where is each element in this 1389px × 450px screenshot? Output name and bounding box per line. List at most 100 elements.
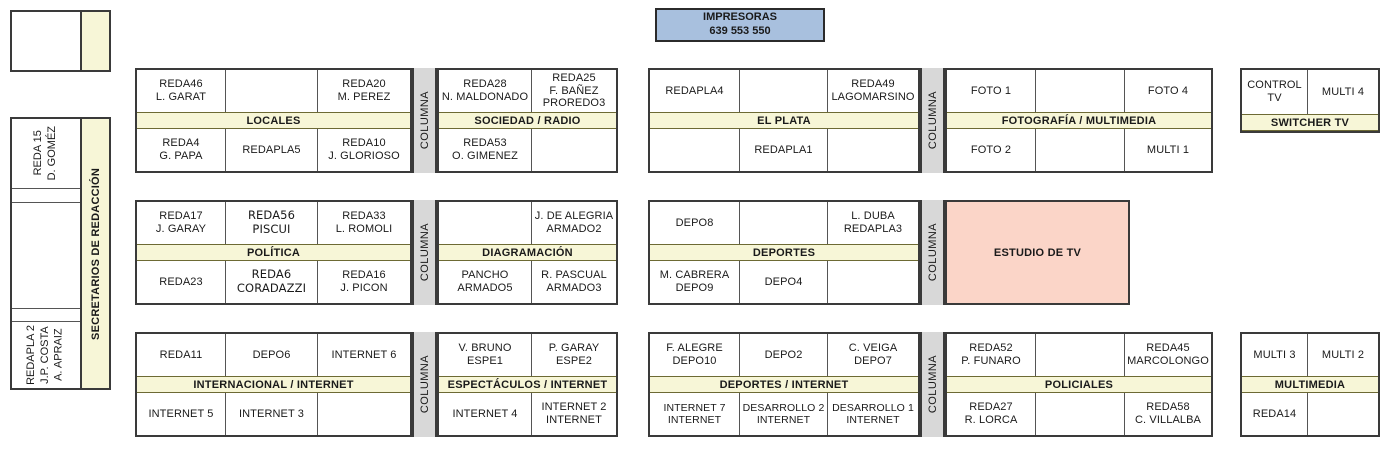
desk-cell[interactable]: PANCHO ARMADO5 [439, 261, 532, 303]
desk-cell[interactable]: REDA46 L. GARAT [137, 70, 226, 112]
desk-cell[interactable]: INTERNET 2 INTERNET [541, 401, 607, 426]
band-switcher-tv: SWITCHER TV [1242, 114, 1378, 131]
group-deportes-bottom-row: M. CABRERA DEPO9 DEPO4 [650, 261, 918, 303]
desk-cell[interactable]: DEPO8 [650, 202, 740, 244]
desk-cell[interactable]: MULTI 4 [1321, 85, 1365, 98]
desk-cell[interactable]: REDA33 L. ROMOLI [335, 210, 393, 235]
desk-cell[interactable] [318, 393, 410, 435]
unit-internacional-espectaculos: REDA11 DEPO6 INTERNET 6 INTERNACIONAL / … [135, 332, 618, 437]
desk-cell[interactable]: REDA14 [1242, 393, 1308, 435]
band-multimedia: MULTIMEDIA [1242, 376, 1378, 393]
desk-cell[interactable]: FOTO 2 [947, 129, 1036, 171]
unit-deportes-estudio: DEPO8 L. DUBA REDAPLA3 DEPORTES M. CABRE… [648, 200, 1130, 305]
desk-cell[interactable]: REDA20 M. PEREZ [337, 78, 391, 103]
desk-cell[interactable]: REDA17 J. GARAY [137, 202, 226, 244]
group-diagramacion: J. DE ALEGRIA ARMADO2 DIAGRAMACIÓN PANCH… [437, 200, 618, 305]
desk-cell[interactable]: P. GARAY ESPE2 [548, 342, 600, 367]
desk-cell[interactable]: REDA25 F. BAÑEZ PROREDO3 [542, 71, 606, 110]
group-el-plata: REDAPLA4 REDA49 LAGOMARSINO EL PLATA RED… [648, 68, 920, 173]
sidebar-cell-0[interactable]: REDA 15 D. GOMÉZ [12, 119, 80, 189]
group-internacional-internet: REDA11 DEPO6 INTERNET 6 INTERNACIONAL / … [135, 332, 412, 437]
desk-cell[interactable]: DEPO4 [740, 261, 828, 303]
desk-cell[interactable]: R. PASCUAL ARMADO3 [541, 269, 607, 294]
desk-cell[interactable] [828, 129, 918, 171]
desk-cell[interactable]: J. DE ALEGRIA ARMADO2 [534, 210, 614, 235]
desk-cell[interactable]: CONTROL TV [1242, 70, 1308, 114]
group-locales-bottom-row: REDA4 G. PAPA REDAPLA5 REDA10 J. GLORIOS… [137, 129, 410, 171]
desk-cell[interactable]: V. BRUNO ESPE1 [439, 334, 532, 376]
desk-cell[interactable] [740, 202, 828, 244]
impresoras-box: IMPRESORAS 639 553 550 [655, 8, 825, 42]
desk-cell[interactable] [226, 70, 318, 112]
group-politica: REDA17 J. GARAY REDA56 PISCUI REDA33 L. … [135, 200, 412, 305]
desk-cell[interactable]: REDA49 LAGOMARSINO [831, 78, 915, 103]
desk-cell[interactable] [650, 129, 740, 171]
sidebar-cell-3[interactable] [12, 309, 80, 322]
desk-cell[interactable]: INTERNET 6 [331, 348, 397, 361]
group-policiales-bottom-row: REDA27 R. LORCA REDA58 C. VILLALBA [947, 393, 1211, 435]
desk-cell[interactable]: FOTO 1 [947, 70, 1036, 112]
group-sociedad-top-row: REDA28 N. MALDONADO REDA25 F. BAÑEZ PROR… [439, 70, 616, 112]
band-espectaculos-internet: ESPECTÁCULOS / INTERNET [439, 376, 616, 393]
estudio-de-tv-area[interactable]: ESTUDIO DE TV [945, 200, 1130, 305]
desk-cell[interactable]: REDAPLA4 [650, 70, 740, 112]
desk-cell[interactable]: INTERNET 4 [439, 393, 532, 435]
desk-cell[interactable]: REDAPLA5 [226, 129, 318, 171]
desk-cell[interactable]: REDA56 PISCUI [226, 202, 318, 244]
desk-cell[interactable] [1036, 334, 1125, 376]
group-fotografia-multimedia: FOTO 1 FOTO 4 FOTOGRAFÍA / MULTIMEDIA FO… [945, 68, 1213, 173]
impresoras-title: IMPRESORAS [703, 11, 777, 24]
secretarios-de-redaccion-block: REDA 15 D. GOMÉZ REDAPLA 2 J.P. COSTA A.… [10, 117, 111, 390]
desk-cell[interactable] [740, 70, 828, 112]
group-espectaculos-internet: V. BRUNO ESPE1 P. GARAY ESPE2 ESPECTÁCUL… [437, 332, 618, 437]
desk-cell[interactable]: INTERNET 5 [137, 393, 226, 435]
desk-cell[interactable] [1036, 393, 1125, 435]
desk-cell[interactable]: REDA23 [137, 261, 226, 303]
desk-cell[interactable]: M. CABRERA DEPO9 [650, 261, 740, 303]
desk-cell[interactable]: REDA28 N. MALDONADO [439, 70, 532, 112]
desk-cell[interactable]: F. ALEGRE DEPO10 [650, 334, 740, 376]
desk-cell[interactable]: DEPO6 [226, 334, 318, 376]
sidebar-cell-2[interactable] [12, 203, 80, 309]
desk-cell[interactable]: MULTI 1 [1146, 143, 1190, 156]
desk-cell[interactable]: L. DUBA REDAPLA3 [843, 210, 903, 235]
desk-cell[interactable]: DESARROLLO 1 INTERNET [832, 401, 914, 426]
unit-deportesinternet-policiales: F. ALEGRE DEPO10 DEPO2 C. VEIGA DEPO7 DE… [648, 332, 1213, 437]
desk-cell[interactable]: REDA11 [137, 334, 226, 376]
columna-strip: COLUMNA [920, 200, 945, 305]
desk-cell[interactable] [1036, 70, 1125, 112]
sidebar-cell-1[interactable] [12, 189, 80, 203]
desk-cell[interactable] [1308, 393, 1378, 435]
desk-cell[interactable]: FOTO 4 [1147, 84, 1189, 97]
desk-cell[interactable]: REDA58 C. VILLALBA [1134, 401, 1202, 426]
desk-cell[interactable]: C. VEIGA DEPO7 [848, 342, 898, 367]
desk-cell[interactable]: MULTI 3 [1242, 334, 1308, 376]
desk-cell[interactable]: REDA4 G. PAPA [137, 129, 226, 171]
group-deportes-top-row: DEPO8 L. DUBA REDAPLA3 [650, 202, 918, 244]
desk-cell[interactable] [828, 261, 918, 303]
desk-cell[interactable]: INTERNET 3 [226, 393, 318, 435]
group-policiales: REDA52 P. FUNARO REDA45 MARCOLONGO POLIC… [945, 332, 1213, 437]
sidebar-cell-4[interactable]: REDAPLA 2 J.P. COSTA A. APRAIZ [12, 322, 80, 388]
band-locales: LOCALES [137, 112, 410, 129]
desk-cell[interactable]: REDA53 O. GIMENEZ [439, 129, 532, 171]
mini-switcher-tv: CONTROL TV MULTI 4 SWITCHER TV [1240, 68, 1380, 133]
top-left-box-yellow-strip [82, 12, 109, 70]
desk-cell[interactable] [1036, 129, 1125, 171]
desk-cell[interactable]: INTERNET 7 INTERNET [650, 393, 740, 435]
desk-cell[interactable]: REDA10 J. GLORIOSO [328, 137, 400, 162]
desk-cell[interactable]: REDA16 J. PICON [340, 269, 388, 294]
desk-cell[interactable]: MULTI 2 [1321, 348, 1365, 361]
desk-cell[interactable]: DESARROLLO 2 INTERNET [740, 393, 828, 435]
band-el-plata: EL PLATA [650, 112, 918, 129]
desk-cell[interactable]: REDA6 CORADAZZI [226, 261, 318, 303]
desk-cell[interactable]: DEPO2 [740, 334, 828, 376]
desk-cell[interactable] [439, 202, 532, 244]
desk-cell[interactable] [532, 129, 616, 171]
group-elplata-bottom-row: REDAPLA1 [650, 129, 918, 171]
desk-cell[interactable]: REDA27 R. LORCA [947, 393, 1036, 435]
desk-cell[interactable]: REDAPLA1 [740, 129, 828, 171]
desk-cell[interactable]: REDA45 MARCOLONGO [1127, 342, 1209, 367]
impresoras-numbers: 639 553 550 [709, 25, 771, 37]
desk-cell[interactable]: REDA52 P. FUNARO [947, 334, 1036, 376]
